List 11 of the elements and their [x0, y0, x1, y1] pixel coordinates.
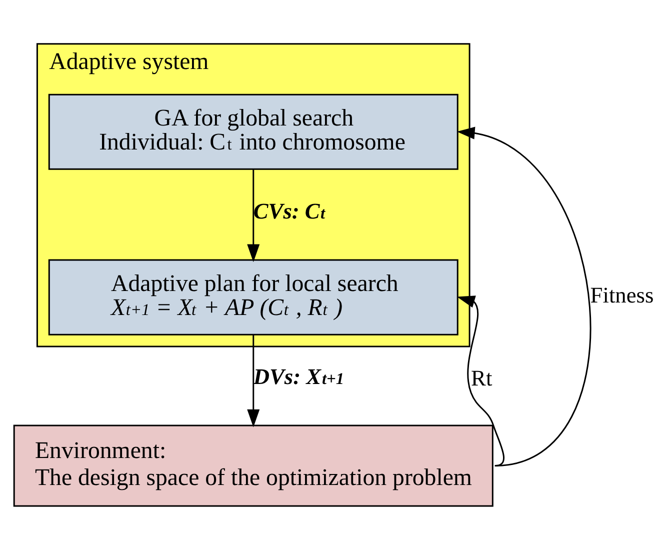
- node-box: Environment: The design space of the optimization problem: [13, 424, 494, 506]
- edge-label: DVs: Xt+1: [253, 363, 344, 388]
- edge-label: Fitness: [590, 282, 654, 308]
- node-box: GA for global search Individual: Ct into chromosome: [48, 93, 458, 170]
- node-box: Adaptive plan for local search Xt+1 = Xt + AP (Ct , Rt ): [48, 258, 458, 335]
- arrow: [456, 295, 504, 466]
- edge-label: Rt: [471, 364, 492, 390]
- edge-label: CVs: Ct: [253, 198, 326, 223]
- arrow: [247, 334, 260, 427]
- arrow: [456, 126, 591, 466]
- arrow: [247, 168, 260, 262]
